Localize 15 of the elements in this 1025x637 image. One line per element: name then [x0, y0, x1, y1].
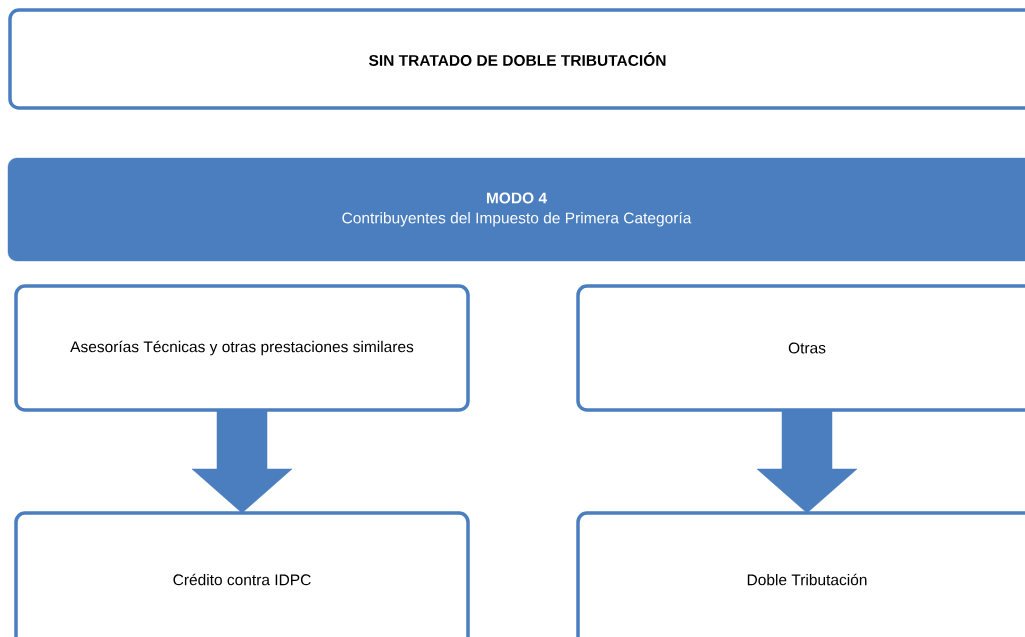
- node-label: Doble Tributación: [747, 573, 867, 586]
- block-arrow: [191, 409, 293, 514]
- node-label: SIN TRATADO DE DOBLE TRIBUTACIÓN: [368, 52, 666, 66]
- process-box: [8, 8, 1025, 110]
- block-arrow: [756, 409, 858, 514]
- node-label: Crédito contra IDPC: [173, 573, 311, 586]
- process-box: [14, 284, 470, 412]
- node-label: MODO 4: [486, 192, 547, 204]
- node-label: Contribuyentes del Impuesto de Primera Categoría: [342, 211, 692, 227]
- node-label: Asesorías Técnicas y otras prestaciones similares: [70, 340, 414, 356]
- process-box: [576, 511, 1025, 637]
- process-box: [576, 284, 1025, 412]
- node-label: Otras: [788, 342, 826, 354]
- header-band: [7, 157, 1025, 262]
- process-box: [14, 511, 470, 637]
